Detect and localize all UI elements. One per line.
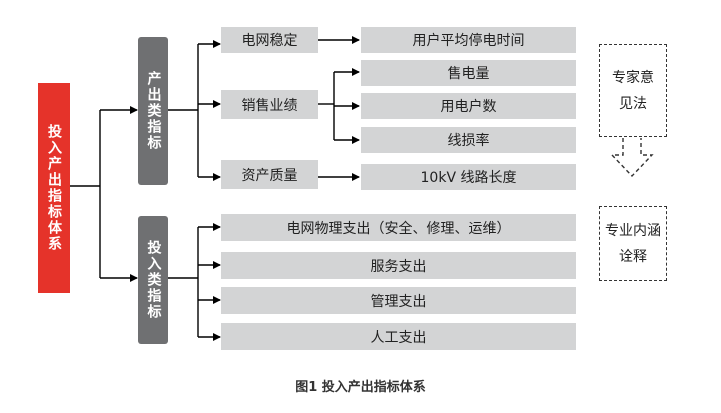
root-label: 投入产出指标体系 — [46, 124, 62, 252]
input-service-expenditure: 服务支出 — [221, 252, 576, 279]
leaf-label: 线损率 — [447, 133, 490, 149]
figure-caption: 图1 投入产出指标体系 — [295, 380, 426, 395]
root-node: 投入产出指标体系 — [38, 83, 70, 293]
leaf-customer-count: 用电户数 — [361, 93, 576, 119]
input-labor-expenditure: 人工支出 — [221, 323, 576, 350]
leaf-outage-time: 用户平均停电时间 — [361, 27, 576, 53]
leaf-label: 用电户数 — [440, 99, 497, 115]
leaf-line-loss-rate: 线损率 — [361, 127, 576, 153]
leaf-electricity-sales: 售电量 — [361, 60, 576, 86]
input-item-label: 服务支出 — [370, 258, 427, 275]
leaf-label: 10kV 线路长度 — [420, 170, 517, 186]
input-category-label: 投入类指标 — [145, 240, 162, 320]
group-label: 销售业绩 — [241, 97, 298, 114]
input-item-label: 电网物理支出（安全、修理、运维） — [286, 220, 511, 237]
input-item-label: 管理支出 — [370, 293, 427, 310]
expert-opinion-box: 专家意见法 — [599, 44, 667, 137]
input-management-expenditure: 管理支出 — [221, 287, 576, 314]
input-item-label: 人工支出 — [370, 329, 427, 346]
expert-opinion-label: 专家意见法 — [612, 69, 654, 112]
leaf-label: 售电量 — [447, 66, 490, 82]
leaf-line-length: 10kV 线路长度 — [361, 164, 576, 190]
leaf-label: 用户平均停电时间 — [412, 33, 525, 49]
output-category-label: 产出类指标 — [145, 71, 162, 151]
professional-connotation-label: 专业内涵诠释 — [605, 222, 661, 265]
group-grid-stability: 电网稳定 — [221, 27, 318, 53]
input-grid-expenditure: 电网物理支出（安全、修理、运维） — [221, 214, 576, 241]
group-asset-quality: 资产质量 — [221, 160, 318, 189]
group-sales-performance: 销售业绩 — [221, 90, 318, 119]
output-category-node: 产出类指标 — [138, 37, 168, 185]
professional-connotation-box: 专业内涵诠释 — [599, 206, 667, 281]
dashed-down-arrow-icon — [610, 138, 654, 178]
input-category-node: 投入类指标 — [138, 216, 168, 344]
group-label: 电网稳定 — [241, 33, 298, 49]
group-label: 资产质量 — [241, 167, 298, 184]
